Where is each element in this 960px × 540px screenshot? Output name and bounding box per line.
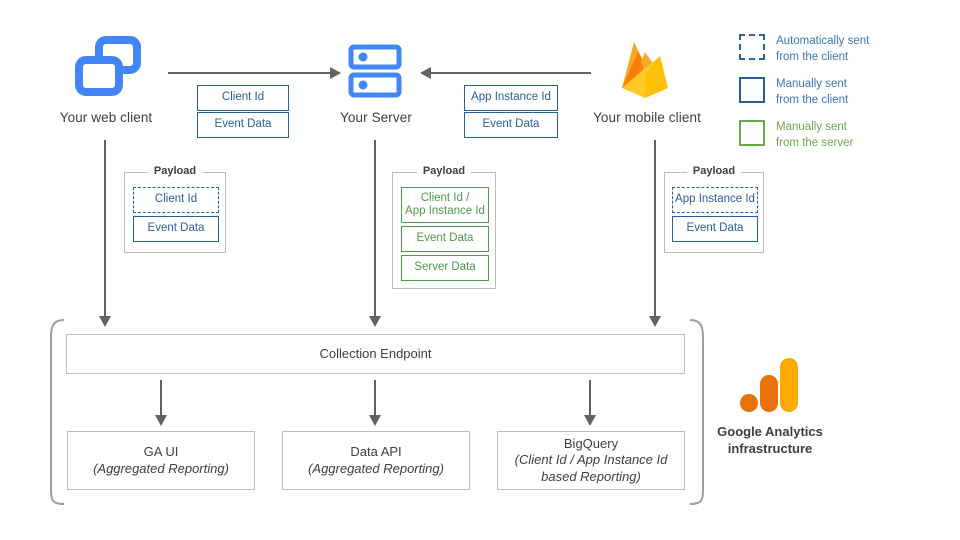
payload-mobile-item-event-data: Event Data xyxy=(672,216,758,242)
legend-label-manual-server-line2: from the server xyxy=(776,136,854,149)
payload-server-item-event-data: Event Data xyxy=(401,226,489,252)
ga-infrastructure-label-line1: Google Analytics xyxy=(717,424,823,439)
arrow-mobile-down-head xyxy=(648,316,661,327)
infrastructure-bracket xyxy=(42,316,712,508)
payload-server-item-ids: Client Id / App Instance Id xyxy=(401,187,489,223)
arrow-server-down-line xyxy=(374,140,376,318)
payload-mobile-title: Payload xyxy=(686,165,742,177)
firebase-icon xyxy=(614,36,676,102)
output-box-ga-ui: GA UI (Aggregated Reporting) xyxy=(67,431,255,490)
legend-label-automatic-client: Automatically sent from the client xyxy=(776,34,869,65)
transfer-chip-event-data: Event Data xyxy=(197,112,289,138)
collection-endpoint-box: Collection Endpoint xyxy=(66,334,685,374)
transfer-chip-client-id: Client Id xyxy=(197,85,289,111)
arrow-endpoint-to-gaui-line xyxy=(160,380,162,418)
arrow-mobile-down-line xyxy=(654,140,656,318)
output-ga-ui-title: GA UI xyxy=(143,443,179,459)
arrow-mobile-to-server-head xyxy=(420,67,431,79)
legend-item-manual-server: Manually sent from the server xyxy=(739,120,869,151)
payload-web-title: Payload xyxy=(147,165,203,177)
output-box-data-api: Data API (Aggregated Reporting) xyxy=(282,431,470,490)
arrow-endpoint-to-gaui-head xyxy=(154,415,167,426)
payload-server: Payload Client Id / App Instance Id Even… xyxy=(392,165,496,289)
legend-item-manual-client: Manually sent from the client xyxy=(739,77,869,108)
payload-web: Payload Client Id Event Data xyxy=(124,165,226,253)
payload-server-item-server-data: Server Data xyxy=(401,255,489,281)
legend-label-automatic-client-line2: from the client xyxy=(776,50,849,63)
legend-label-manual-client: Manually sent from the client xyxy=(776,77,848,108)
output-data-api-subtitle: (Aggregated Reporting) xyxy=(308,460,444,476)
google-analytics-logo xyxy=(740,358,800,420)
payload-server-item-ids-line1: Client Id / xyxy=(420,191,470,204)
output-bigquery-subtitle-line1: (Client Id / App Instance Id xyxy=(514,452,668,468)
mobile-client-label: Your mobile client xyxy=(593,110,701,125)
ga-infrastructure-label: Google Analytics infrastructure xyxy=(690,424,850,458)
arrow-web-to-server-line xyxy=(168,72,330,74)
ga-infrastructure-label-line2: infrastructure xyxy=(727,440,813,456)
output-ga-ui-subtitle: (Aggregated Reporting) xyxy=(93,460,229,476)
arrow-server-down-head xyxy=(368,316,381,327)
payload-server-title: Payload xyxy=(416,165,472,177)
legend-label-manual-client-line2: from the client xyxy=(776,93,849,106)
arrow-mobile-to-server-line xyxy=(431,72,591,74)
transfer-chip-event-data-mobile: Event Data xyxy=(464,112,558,138)
payload-web-item-event-data: Event Data xyxy=(133,216,219,242)
arrow-web-down-head xyxy=(98,316,111,327)
legend-label-automatic-client-line1: Automatically sent xyxy=(776,35,870,47)
output-data-api-title: Data API xyxy=(350,443,402,459)
legend-swatch-solid-green xyxy=(739,120,765,147)
payload-mobile-item-app-instance-id: App Instance Id xyxy=(672,187,758,213)
web-client-icon xyxy=(74,36,142,98)
arrow-web-down-line xyxy=(104,140,106,318)
server-icon xyxy=(348,44,402,98)
legend-swatch-solid-blue xyxy=(739,77,765,104)
arrow-endpoint-to-dataapi-head xyxy=(368,415,381,426)
arrow-endpoint-to-bigquery-head xyxy=(583,415,596,426)
arrow-endpoint-to-bigquery-line xyxy=(589,380,591,418)
arrow-web-to-server-head xyxy=(330,67,341,79)
legend-item-automatic-client: Automatically sent from the client xyxy=(739,34,869,65)
legend-label-manual-client-line1: Manually sent xyxy=(776,78,847,91)
transfer-chip-app-instance-id: App Instance Id xyxy=(464,85,558,111)
legend: Automatically sent from the client Manua… xyxy=(739,34,869,151)
payload-server-item-ids-line2: App Instance Id xyxy=(405,205,485,217)
server-label: Your Server xyxy=(340,110,412,125)
web-client-label: Your web client xyxy=(59,110,153,125)
arrow-endpoint-to-dataapi-line xyxy=(374,380,376,418)
output-bigquery-title: BigQuery xyxy=(563,435,619,451)
payload-web-item-client-id: Client Id xyxy=(133,187,219,213)
legend-swatch-dashed-blue xyxy=(739,34,765,60)
legend-label-manual-server: Manually sent from the server xyxy=(776,120,853,151)
output-bigquery-subtitle-line2: based Reporting) xyxy=(541,468,641,484)
output-box-bigquery: BigQuery (Client Id / App Instance Id ba… xyxy=(497,431,685,490)
legend-label-manual-server-line1: Manually sent xyxy=(776,121,847,134)
payload-mobile: Payload App Instance Id Event Data xyxy=(664,165,764,253)
